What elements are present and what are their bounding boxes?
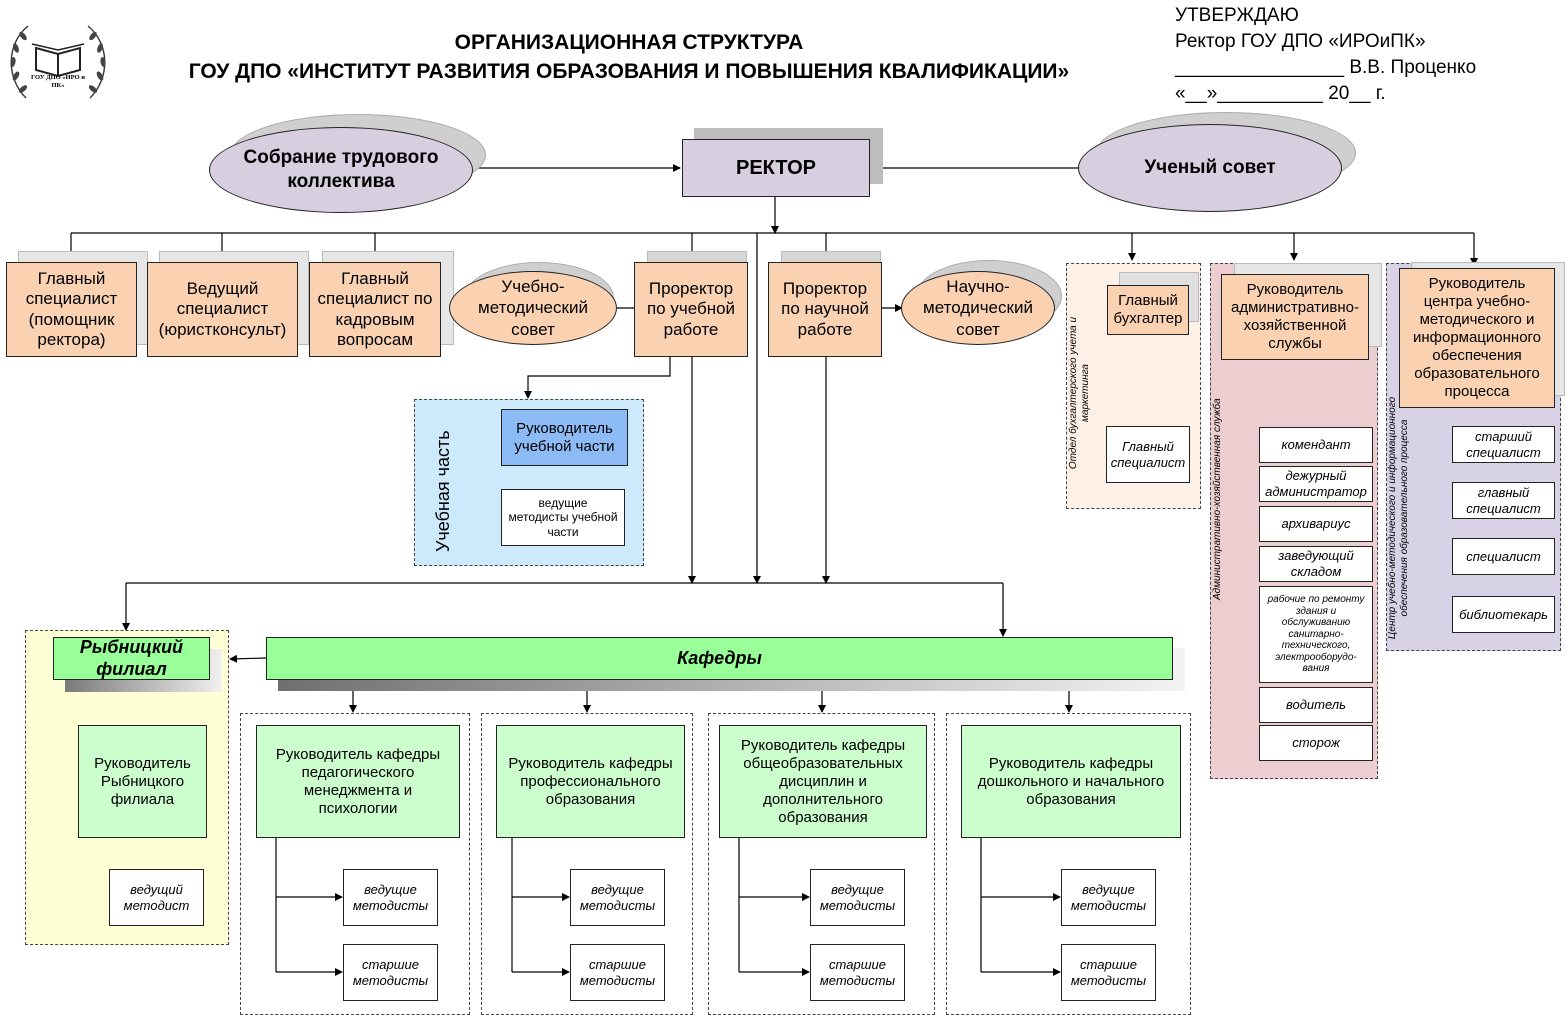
accounting-specialist-box: Главный специалист xyxy=(1106,426,1190,483)
assembly-ellipse: Собрание трудового коллектива xyxy=(209,127,473,213)
edu-council-ellipse: Учебно-методический совет xyxy=(449,271,617,345)
chief-assistant-box: Главный специалист (помощник ректора) xyxy=(6,262,137,357)
department-methodists-senior-2: старшие методисты xyxy=(570,944,665,1001)
council-ellipse: Ученый совет xyxy=(1078,124,1342,212)
department-head-1: Руководитель кафедры педагогического мен… xyxy=(256,725,460,838)
branch-head-box: Руководитель Рыбницкого филиала xyxy=(78,725,207,838)
sci-council-ellipse: Научно-методический совет xyxy=(901,271,1055,345)
approval-line-2: Ректор ГОУ ДПО «ИРОиПК» xyxy=(1175,31,1426,52)
approval-line-4: «__»__________ 20__ г. xyxy=(1175,83,1386,104)
title-line-2: ГОУ ДПО «ИНСТИТУТ РАЗВИТИЯ ОБРАЗОВАНИЯ И… xyxy=(188,60,1070,83)
center-head-box: Руководитель центра учебно-методического… xyxy=(1399,268,1555,408)
branch-methodist-box: ведущий методист xyxy=(109,869,204,926)
logo: ГОУ ДПО «ИРО и ПК» xyxy=(6,14,110,110)
approval-line-1: УТВЕРЖДАЮ xyxy=(1175,5,1299,26)
branch-title-box: Рыбницкий филиал xyxy=(53,637,210,680)
departments-title-box: Кафедры xyxy=(266,637,1173,680)
department-methodists-senior-4: старшие методисты xyxy=(1061,944,1156,1001)
approval-block: УТВЕРЖДАЮ Ректор ГОУ ДПО «ИРОиПК» ______… xyxy=(1175,3,1565,107)
department-methodists-lead-3: ведущие методисты xyxy=(810,869,905,926)
department-methodists-senior-1: старшие методисты xyxy=(343,944,438,1001)
hr-box: Главный специалист по кадровым вопросам xyxy=(309,262,441,357)
rector-box: РЕКТОР xyxy=(682,139,870,197)
title-line-1: ОРГАНИЗАЦИОННАЯ СТРУКТУРА xyxy=(454,31,804,54)
sci-vice-box: Проректор по научной работе xyxy=(768,262,882,357)
accounting-chief-box: Главный бухгалтер xyxy=(1107,285,1189,335)
admin-item-guard: сторож xyxy=(1259,725,1373,761)
department-methodists-lead-4: ведущие методисты xyxy=(1061,869,1156,926)
center-item-chief: главный специалист xyxy=(1452,482,1555,519)
center-item-specialist: специалист xyxy=(1452,538,1555,575)
center-item-senior: старший специалист xyxy=(1452,426,1555,463)
edu-vice-box: Проректор по учебной работе xyxy=(634,262,748,357)
department-head-3: Руководитель кафедры общеобразовательных… xyxy=(719,725,927,838)
admin-label: Административно-хозяйственная служба xyxy=(1212,398,1223,600)
admin-item-workers: рабочие по ремонту здания и обслуживанию… xyxy=(1259,586,1373,683)
admin-item-archivist: архивариус xyxy=(1259,506,1373,542)
edu-part-head-box: Руководитель учебной части xyxy=(501,409,628,466)
accounting-label: Отдел бухгалтерского учета и маркетинга xyxy=(1068,316,1091,470)
page-title: ОРГАНИЗАЦИОННАЯ СТРУКТУРА ГОУ ДПО «ИНСТИ… xyxy=(120,28,1138,86)
edu-part-methodists-box: ведущие методисты учебной части xyxy=(501,489,625,546)
admin-item-commandant: комендант xyxy=(1259,427,1373,463)
approval-line-3: ________________ В.В. Проценко xyxy=(1175,57,1477,78)
department-head-4: Руководитель кафедры дошкольного и начал… xyxy=(961,725,1181,838)
admin-item-driver: водитель xyxy=(1259,687,1373,723)
department-methodists-lead-2: ведущие методисты xyxy=(570,869,665,926)
logo-text: ГОУ ДПО «ИРО и ПК» xyxy=(31,74,85,89)
admin-head-box: Руководитель административно-хозяйственн… xyxy=(1221,274,1369,360)
center-label: Центр учебно-методического и информацион… xyxy=(1387,396,1410,640)
edu-part-label: Учебная часть xyxy=(433,430,453,552)
department-head-2: Руководитель кафедры профессионального о… xyxy=(496,725,685,838)
admin-item-duty-admin: дежурный администратор xyxy=(1259,466,1373,502)
book-laurel-emblem-icon xyxy=(10,25,106,99)
department-methodists-senior-3: старшие методисты xyxy=(810,944,905,1001)
center-item-librarian: библиотекарь xyxy=(1452,596,1555,633)
admin-item-warehouse: заведующий складом xyxy=(1259,546,1373,582)
lawyer-box: Ведущий специалист (юристконсульт) xyxy=(147,262,298,357)
department-methodists-lead-1: ведущие методисты xyxy=(343,869,438,926)
